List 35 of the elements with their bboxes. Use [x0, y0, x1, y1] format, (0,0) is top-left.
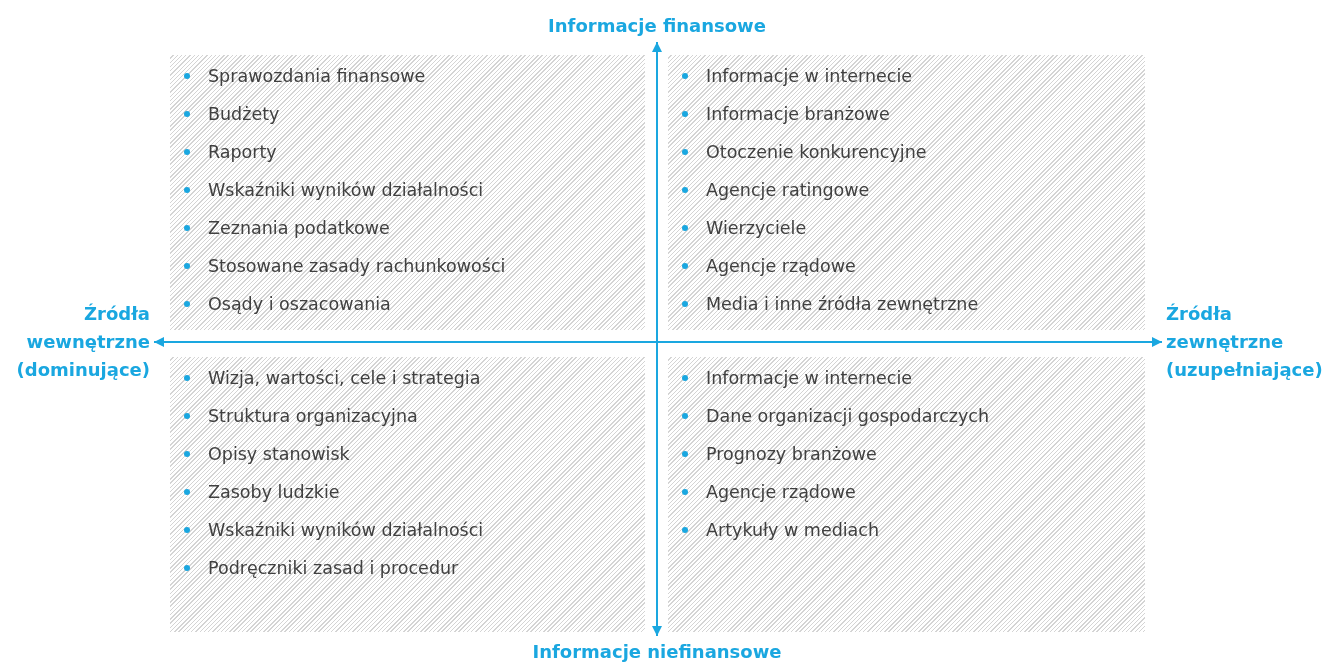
list-item: Agencje rządowe — [706, 481, 856, 503]
list-item: Zeznania podatkowe — [208, 217, 390, 239]
list-item: Sprawozdania finansowe — [208, 65, 426, 87]
hatched-panel — [170, 55, 645, 330]
list-item: Podręczniki zasad i procedur — [208, 557, 459, 579]
axis-arrow — [153, 337, 1163, 347]
list-item: Wskaźniki wyników działalności — [208, 519, 484, 541]
list-item: Osądy i oszacowania — [208, 293, 391, 315]
list-item: Informacje branżowe — [706, 103, 890, 125]
list-item: Wskaźniki wyników działalności — [208, 179, 484, 201]
list-item: Otoczenie konkurencyjne — [706, 141, 927, 163]
axis-arrow — [652, 41, 662, 637]
list-item: Dane organizacji gospodarczych — [706, 405, 990, 427]
list-item: Wizja, wartości, cele i strategia — [208, 367, 481, 389]
list-item: Agencje ratingowe — [706, 179, 870, 201]
list-item: Informacje w internecie — [706, 65, 913, 87]
list-item: Budżety — [208, 103, 280, 125]
hatched-panel — [668, 357, 1145, 632]
axis-label: Źródła wewnętrzne (dominujące) — [0, 300, 150, 384]
list-item: Media i inne źródła zewnętrzne — [706, 293, 979, 315]
list-item: Zasoby ludzkie — [208, 481, 340, 503]
list-item: Raporty — [208, 141, 277, 163]
list-item: Prognozy branżowe — [706, 443, 877, 465]
list-item: Opisy stanowisk — [208, 443, 350, 465]
list-item: Struktura organizacyjna — [208, 405, 418, 427]
list-item: Agencje rządowe — [706, 255, 856, 277]
axis-label: Informacje finansowe — [540, 12, 774, 40]
hatched-panel — [668, 55, 1145, 330]
list-item: Stosowane zasady rachunkowości — [208, 255, 506, 277]
axis-label: Źródła zewnętrzne (uzupełniające) — [1166, 300, 1329, 384]
list-item: Wierzyciele — [706, 217, 807, 239]
axis-label: Informacje niefinansowe — [520, 638, 794, 666]
hatched-panel — [170, 357, 645, 632]
list-item: Informacje w internecie — [706, 367, 913, 389]
list-item: Artykuły w mediach — [706, 519, 880, 541]
